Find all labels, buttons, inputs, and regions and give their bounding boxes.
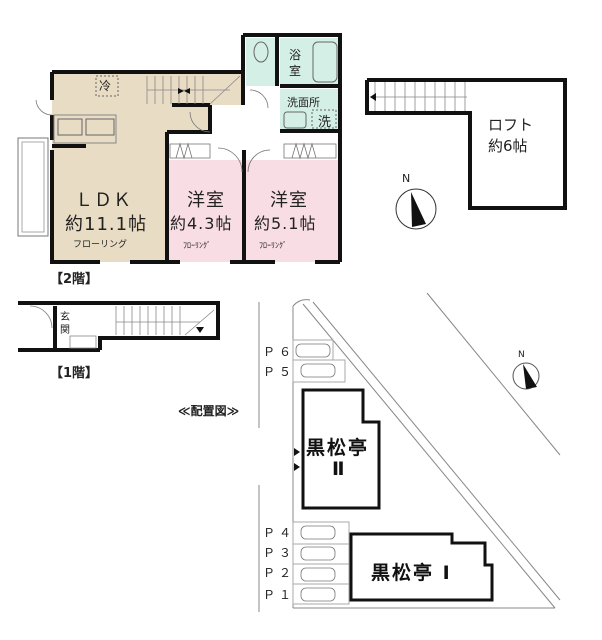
building-1-name: 黒松亭 Ⅰ <box>371 562 452 584</box>
loft-size: 約6帖 <box>488 137 528 155</box>
bath-label-2: 室 <box>289 64 302 78</box>
room1-name: 洋室 <box>187 190 225 211</box>
parking-p1: Ｐ１ <box>263 588 296 602</box>
fridge-label: 冷 <box>99 79 112 93</box>
room2-flooring: ﾌﾛｰﾘﾝｸﾞ <box>259 241 287 250</box>
parking-p2: Ｐ２ <box>263 566 296 580</box>
ldk-name: ＬＤＫ <box>75 190 132 211</box>
compass-icon <box>396 189 436 229</box>
compass-north-label: N <box>402 172 411 185</box>
loft-name: ロフト <box>488 116 534 134</box>
washer-label: 洗 <box>318 115 332 130</box>
parking-p4: Ｐ４ <box>263 526 296 540</box>
room1-flooring: ﾌﾛｰﾘﾝｸﾞ <box>183 241 211 250</box>
entrance-label-2: 関 <box>60 325 70 336</box>
parking-p5: Ｐ５ <box>263 365 296 379</box>
bath-label-1: 浴 <box>289 48 302 62</box>
site-plan-title: ≪配置図≫ <box>178 404 240 418</box>
floor2-label: 【2階】 <box>50 272 99 287</box>
ldk-flooring: フローリング <box>73 240 128 250</box>
parking-p6: Ｐ６ <box>263 345 296 359</box>
parking-p3: Ｐ３ <box>263 546 296 560</box>
room2-name: 洋室 <box>270 190 308 211</box>
room2-size: 約5.1帖 <box>254 214 317 233</box>
ldk-size: 約11.1帖 <box>65 214 148 235</box>
site-compass-north-label: N <box>518 350 525 360</box>
building-2-numeral: Ⅱ <box>332 458 347 480</box>
entrance-label-1: 玄 <box>60 312 70 323</box>
room1-size: 約4.3帖 <box>170 214 233 233</box>
washroom-label: 洗面所 <box>287 96 320 109</box>
building-2-name: 黒松亭 <box>306 437 370 459</box>
floor1-label: 【1階】 <box>50 366 99 381</box>
